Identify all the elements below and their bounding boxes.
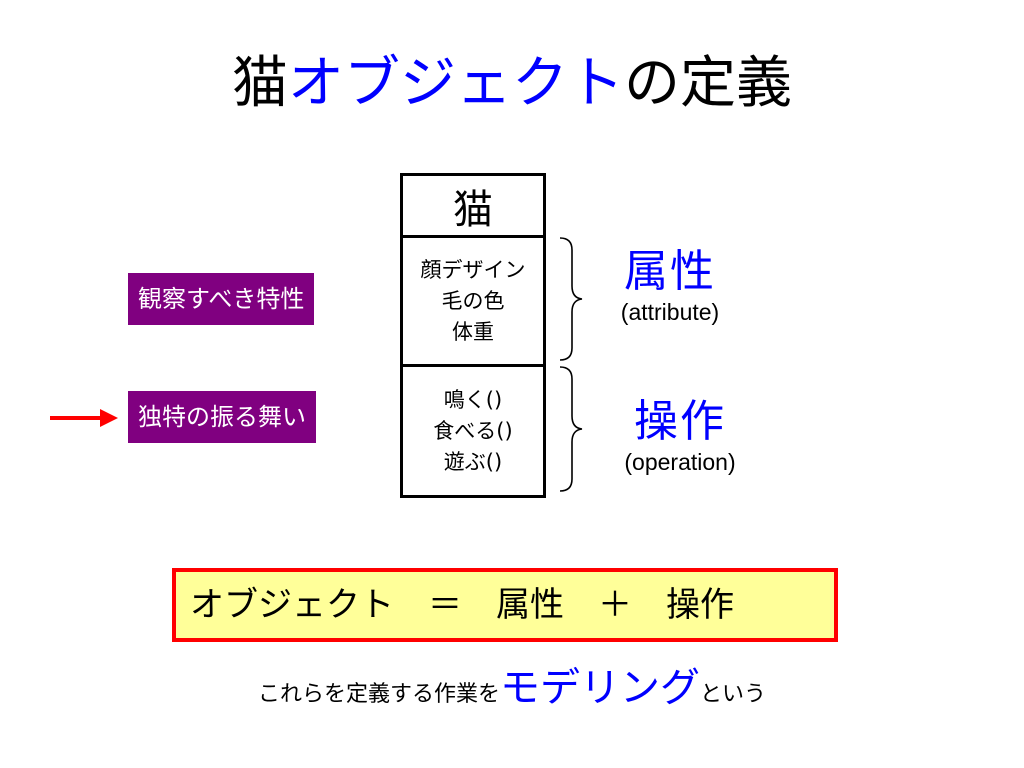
footer-prefix: これらを定義する作業を <box>257 682 500 707</box>
operation-label-main: 操作 <box>634 396 726 447</box>
class-box: 猫 顔デザイン 毛の色 体重 鳴く() 食べる() 遊ぶ() <box>400 173 546 498</box>
attribute-item: 顔デザイン <box>420 257 526 282</box>
title-prefix: 猫 <box>232 51 288 116</box>
class-name: 猫 <box>403 176 543 238</box>
operation-brace-icon <box>559 366 583 492</box>
operation-compartment: 鳴く() 食べる() 遊ぶ() <box>403 367 543 495</box>
title-suffix: の定義 <box>624 51 792 116</box>
title-highlight: オブジェクト <box>288 51 624 116</box>
attribute-label: 属性 (attribute) <box>600 246 740 326</box>
attribute-label-sub: (attribute) <box>620 299 720 325</box>
slide-title: 猫オブジェクトの定義 <box>0 48 1024 120</box>
red-arrow-icon <box>50 409 118 427</box>
operation-item: 遊ぶ() <box>443 449 503 474</box>
attribute-brace-icon <box>559 237 583 361</box>
operation-tag: 独特の振る舞い <box>128 391 316 443</box>
operation-item: 食べる() <box>433 418 513 443</box>
footer-suffix: という <box>700 682 767 707</box>
equation-box: オブジェクト ＝ 属性 ＋ 操作 <box>172 568 838 642</box>
attribute-label-main: 属性 <box>624 246 716 297</box>
footer-text: これらを定義する作業をモデリングという <box>0 655 1024 713</box>
operation-label-sub: (operation) <box>624 449 736 475</box>
attribute-item: 体重 <box>452 319 494 344</box>
operation-item: 鳴く() <box>443 387 503 412</box>
attribute-tag: 観察すべき特性 <box>128 273 315 325</box>
operation-label: 操作 (operation) <box>605 396 755 476</box>
attribute-item: 毛の色 <box>441 288 505 313</box>
footer-emphasis: モデリング <box>500 665 700 711</box>
attribute-compartment: 顔デザイン 毛の色 体重 <box>403 238 543 367</box>
